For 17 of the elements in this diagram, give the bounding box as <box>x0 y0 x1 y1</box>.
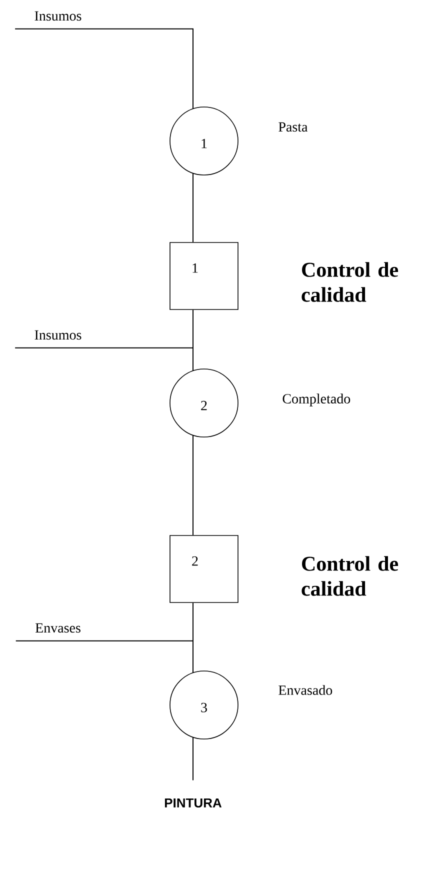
step-name: Pasta <box>278 122 308 132</box>
product-label: PINTURA <box>164 798 222 808</box>
flow-line <box>192 172 194 243</box>
step-title: Control de calidad <box>302 556 398 596</box>
input-label: Insumos <box>34 11 82 21</box>
flow-line <box>15 640 194 674</box>
step-name: Envasado <box>278 685 332 695</box>
inspection-box: 1 <box>170 242 238 310</box>
flow-line <box>192 434 194 536</box>
inspection-box: 2 <box>170 535 238 603</box>
input-label: Insumos <box>34 330 82 340</box>
flow-line <box>14 347 194 372</box>
flow-line <box>192 736 194 781</box>
input-label: Envases <box>35 623 80 633</box>
flow-line <box>14 28 194 110</box>
step-title: Control de calidad <box>302 262 398 302</box>
step-name: Completado <box>282 394 350 406</box>
